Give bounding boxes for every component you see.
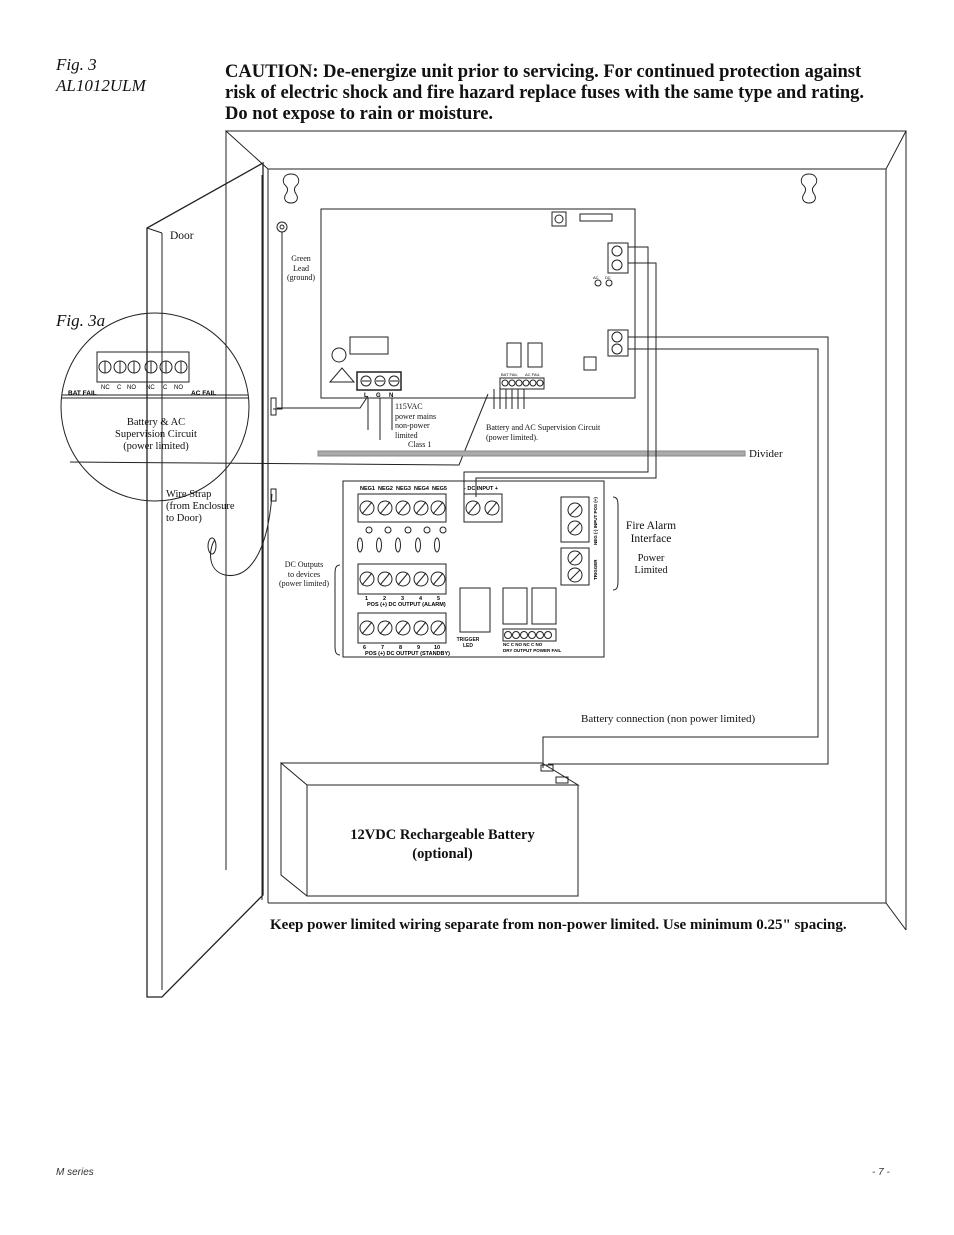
- neg2-label: NEG2: [378, 486, 393, 492]
- out6-num: 6: [363, 645, 366, 651]
- out2-num: 2: [383, 596, 386, 602]
- ac-led-label: AC: [593, 275, 599, 280]
- inset-circuit-label: Battery & AC Supervision Circuit (power …: [115, 417, 197, 452]
- standby-output-label: POS (+) DC OUTPUT (STANDBY): [365, 651, 450, 657]
- trigger-led-label: TRIGGER LED: [456, 637, 480, 649]
- neg4-label: NEG4: [414, 486, 430, 492]
- out5-num: 5: [437, 596, 440, 602]
- footer-page-number: - 7 -: [872, 1167, 890, 1178]
- trigger-side-label: TRIGGER: [593, 559, 598, 580]
- power-limited-label: Power Limited: [634, 553, 668, 576]
- wire-strap-label: Wire Strap (from Enclosure to Door): [166, 489, 235, 524]
- battery-connection-label: Battery connection (non power limited): [581, 713, 756, 725]
- term-l-label: L: [364, 393, 368, 399]
- out3-num: 3: [401, 596, 404, 602]
- out8-num: 8: [399, 645, 402, 651]
- dc-led-label: DC: [605, 275, 611, 280]
- mains-label: 115VAC power mains non-power limited: [395, 402, 437, 440]
- dc-input-label: - DC INPUT +: [464, 486, 498, 492]
- inset-term-c1: C: [117, 385, 122, 391]
- neg5-label: NEG5: [432, 486, 447, 492]
- inset-term-c2: C: [163, 385, 168, 391]
- inset-term-nc2: NC: [146, 385, 155, 391]
- out7-num: 7: [381, 645, 384, 651]
- input-side-label: NEG (-) INPUT POS (+): [593, 497, 598, 545]
- caution-text: CAUTION: De-energize unit prior to servi…: [225, 62, 865, 124]
- out10-num: 10: [434, 645, 440, 651]
- ac-fail-board-label: AC FAIL: [525, 372, 541, 377]
- alarm-output-label: POS (+) DC OUTPUT (ALARM): [367, 602, 446, 608]
- term-g-label: G: [376, 393, 381, 399]
- inset-term-no2: NO: [174, 385, 183, 391]
- model-label: AL1012ULM: [56, 76, 146, 95]
- fig3a-label: Fig. 3a: [56, 311, 106, 330]
- footer-series: M series: [56, 1167, 94, 1178]
- dc-outputs-label: DC Outputs to devices (power limited): [279, 560, 329, 588]
- inset-term-nc1: NC: [101, 385, 110, 391]
- class1-label: Class 1: [408, 440, 432, 449]
- neg3-label: NEG3: [396, 486, 411, 492]
- relay-names-label: DRY OUTPUT POWER FAIL: [503, 648, 562, 653]
- inset-term-no1: NO: [127, 385, 136, 391]
- battery-label: 12VDC Rechargeable Battery (optional): [350, 827, 535, 862]
- figure-label: Fig. 3: [56, 55, 97, 74]
- bat-fail-label: BAT FAIL: [68, 390, 97, 397]
- fire-alarm-label: Fire Alarm Interface: [625, 520, 677, 545]
- door-label: Door: [170, 230, 194, 242]
- neg1-label: NEG1: [360, 486, 375, 492]
- term-n-label: N: [389, 393, 393, 399]
- out9-num: 9: [417, 645, 420, 651]
- spacing-note: Keep power limited wiring separate from …: [270, 917, 847, 933]
- out1-num: 1: [365, 596, 368, 602]
- out4-num: 4: [419, 596, 423, 602]
- supervision-note: Battery and AC Supervision Circuit (powe…: [486, 423, 601, 442]
- divider-label: Divider: [749, 448, 783, 460]
- ac-fail-label: AC FAIL: [191, 390, 216, 397]
- green-lead-label: Green Lead (ground): [287, 254, 315, 282]
- bat-fail-board-label: BAT FAIL: [501, 372, 519, 377]
- relay-terms-label: NC C NO NC C NO: [503, 642, 543, 647]
